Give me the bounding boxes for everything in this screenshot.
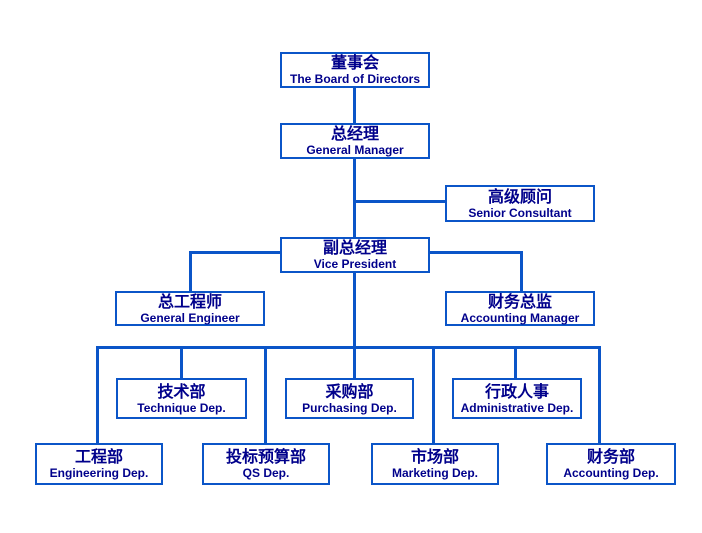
node-title-zh: 财务总监	[487, 291, 552, 311]
connector-gm-to-vp	[353, 157, 356, 238]
node-accounting-dep: 财务部 Accounting Dep.	[546, 443, 676, 485]
node-title-en: The Board of Directors	[289, 72, 421, 86]
node-title-en: General Manager	[306, 143, 404, 157]
connector-vp-right-branch	[429, 251, 523, 254]
node-administrative-dep: 行政人事 Administrative Dep.	[452, 378, 582, 419]
connector-drop-administrative	[514, 346, 517, 379]
node-title-zh: 投标预算部	[225, 447, 306, 466]
node-title-zh: 总经理	[330, 124, 379, 143]
node-title-en: Marketing Dep.	[391, 466, 478, 480]
node-title-zh: 工程部	[74, 447, 123, 466]
node-general-engineer: 总工程师 General Engineer	[115, 291, 265, 326]
node-purchasing-dep: 采购部 Purchasing Dep.	[285, 378, 414, 419]
connector-drop-qs	[264, 346, 267, 444]
connector-vp-left-branch	[189, 251, 281, 254]
node-title-en: Accounting Dep.	[563, 466, 659, 480]
node-title-en: Purchasing Dep.	[302, 400, 397, 415]
node-title-en: Engineering Dep.	[49, 466, 149, 480]
node-marketing-dep: 市场部 Marketing Dep.	[371, 443, 499, 485]
node-title-zh: 市场部	[410, 447, 459, 466]
connector-drop-purchasing	[353, 346, 356, 379]
node-title-en: Technique Dep.	[137, 400, 226, 415]
node-title-zh: 总工程师	[157, 291, 222, 311]
node-accounting-manager: 财务总监 Accounting Manager	[445, 291, 595, 326]
node-title-zh: 高级顾问	[487, 186, 552, 206]
node-vice-president: 副总经理 Vice President	[280, 237, 430, 273]
connector-drop-engineering	[96, 346, 99, 444]
connector-drop-accounting-dep	[598, 346, 601, 444]
node-title-en: Vice President	[313, 257, 397, 271]
node-title-en: Accounting Manager	[460, 310, 580, 325]
connector-vp-to-bus	[353, 271, 356, 349]
node-title-zh: 采购部	[325, 381, 374, 401]
node-engineering-dep: 工程部 Engineering Dep.	[35, 443, 163, 485]
connector-to-consultant	[353, 200, 446, 203]
node-qs-dep: 投标预算部 QS Dep.	[202, 443, 330, 485]
node-technique-dep: 技术部 Technique Dep.	[116, 378, 247, 419]
connector-board-to-gm	[353, 86, 356, 124]
node-board-of-directors: 董事会 The Board of Directors	[280, 52, 430, 88]
node-title-en: General Engineer	[140, 310, 240, 325]
node-title-zh: 副总经理	[322, 238, 387, 257]
node-title-zh: 技术部	[157, 381, 206, 401]
node-title-zh: 财务部	[586, 447, 635, 466]
node-title-en: QS Dep.	[242, 466, 290, 480]
connector-drop-general-engineer	[189, 251, 192, 292]
node-title-zh: 董事会	[330, 53, 379, 72]
node-title-en: Senior Consultant	[468, 205, 572, 220]
node-title-en: Administrative Dep.	[460, 400, 574, 415]
connector-drop-technique	[180, 346, 183, 379]
connector-drop-accounting-manager	[520, 251, 523, 292]
node-title-zh: 行政人事	[484, 381, 549, 401]
node-senior-consultant: 高级顾问 Senior Consultant	[445, 185, 595, 222]
connector-bus	[96, 346, 601, 349]
connector-drop-marketing	[432, 346, 435, 444]
node-general-manager: 总经理 General Manager	[280, 123, 430, 159]
